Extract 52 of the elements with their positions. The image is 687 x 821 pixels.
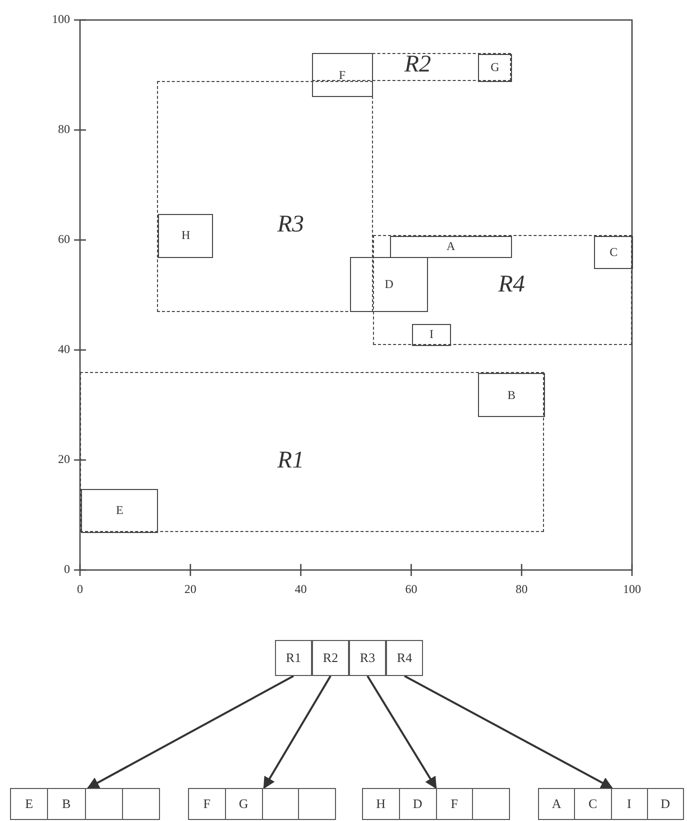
region-label: R2 (404, 52, 432, 78)
entry-slot: F (436, 789, 472, 819)
data-rectangle: E (81, 488, 158, 532)
entry-cell: R4 (386, 640, 423, 676)
data-rectangle: B (478, 373, 545, 417)
entry-cell: R3 (349, 640, 386, 676)
axis-tick-label: 20 (184, 582, 196, 597)
axis-tick-label: 100 (52, 12, 70, 27)
data-rectangle: F (312, 53, 373, 97)
entry-slot: H (363, 789, 399, 819)
leaf-node (10, 788, 160, 820)
entry-slot: I (610, 789, 647, 819)
entry-cell: R1 (275, 640, 312, 676)
entry-slot: A (539, 789, 574, 819)
region-label: R4 (498, 272, 525, 298)
leaf-node (362, 788, 510, 820)
entry-cell: R2 (312, 640, 349, 676)
data-rectangle: D (350, 256, 428, 312)
entry-slot: B (47, 789, 84, 819)
axis-tick-label: 80 (58, 122, 70, 137)
leaf-node (188, 788, 336, 820)
arrow (404, 675, 614, 789)
region-label: R1 (277, 448, 304, 474)
data-rectangle: H (158, 214, 214, 258)
region-label: R3 (277, 211, 304, 238)
data-rectangle: I (412, 324, 451, 346)
axis-tick-label: 60 (405, 582, 418, 597)
arrow (366, 675, 437, 790)
bounding-region (312, 53, 511, 80)
data-rectangle: A (390, 236, 512, 258)
entry-slot: G (224, 789, 262, 819)
axis-tick-label: 20 (58, 452, 70, 467)
entry-slot: E (11, 789, 48, 819)
axis-tick-label: 60 (58, 232, 70, 247)
data-rectangle: C (594, 236, 633, 268)
axis-tick-label: 0 (64, 562, 70, 577)
leaf-node (538, 788, 684, 820)
entry-slot: D (398, 789, 436, 819)
axis-tick-label: 100 (623, 582, 641, 597)
arrow (263, 675, 332, 790)
axis-tick-label: 0 (77, 582, 83, 597)
bounding-region (372, 234, 632, 344)
entry-slot: D (646, 789, 683, 819)
axis-tick-label: 80 (516, 582, 528, 597)
arrow (86, 675, 294, 789)
entry-slot: F (189, 789, 225, 819)
bounding-region (80, 372, 544, 532)
bounding-region (157, 80, 373, 312)
axis-tick-label: 40 (58, 342, 70, 357)
entry-slot: C (574, 789, 610, 819)
data-rectangle: G (478, 54, 512, 82)
axis-tick-label: 40 (294, 582, 307, 597)
